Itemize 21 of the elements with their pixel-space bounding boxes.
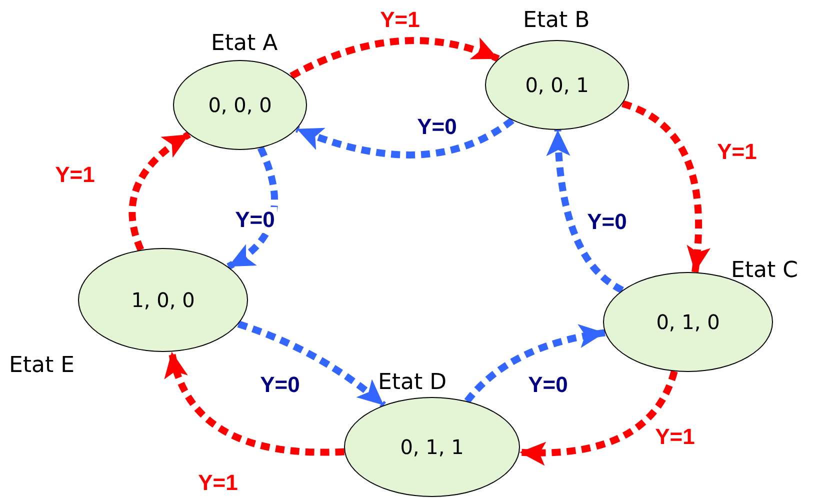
state-value: 1, 0, 0 (131, 288, 195, 312)
transition-arrow (296, 117, 514, 158)
transition-arrow (519, 370, 678, 465)
state-name: Etat D (378, 370, 447, 395)
transition-arrow (464, 324, 606, 404)
transition-arrow (290, 37, 500, 80)
state-value: 0, 0, 1 (525, 73, 589, 97)
transition-arrow (237, 320, 386, 408)
transition-arrow (546, 130, 624, 294)
transition-arrow (621, 100, 710, 273)
transition-arrow (226, 146, 278, 270)
state-name: Etat C (731, 258, 798, 283)
state-name: Etat A (211, 31, 278, 56)
state-value: 0, 0, 0 (208, 93, 272, 117)
transition-arrow (128, 131, 192, 252)
state-value: 0, 1, 1 (400, 435, 464, 459)
edge-label: Y=0 (233, 207, 277, 233)
transition-arrow (166, 350, 344, 456)
state-name: Etat B (523, 8, 590, 33)
state-name: Etat E (9, 353, 75, 378)
state-value: 0, 1, 0 (656, 310, 720, 334)
